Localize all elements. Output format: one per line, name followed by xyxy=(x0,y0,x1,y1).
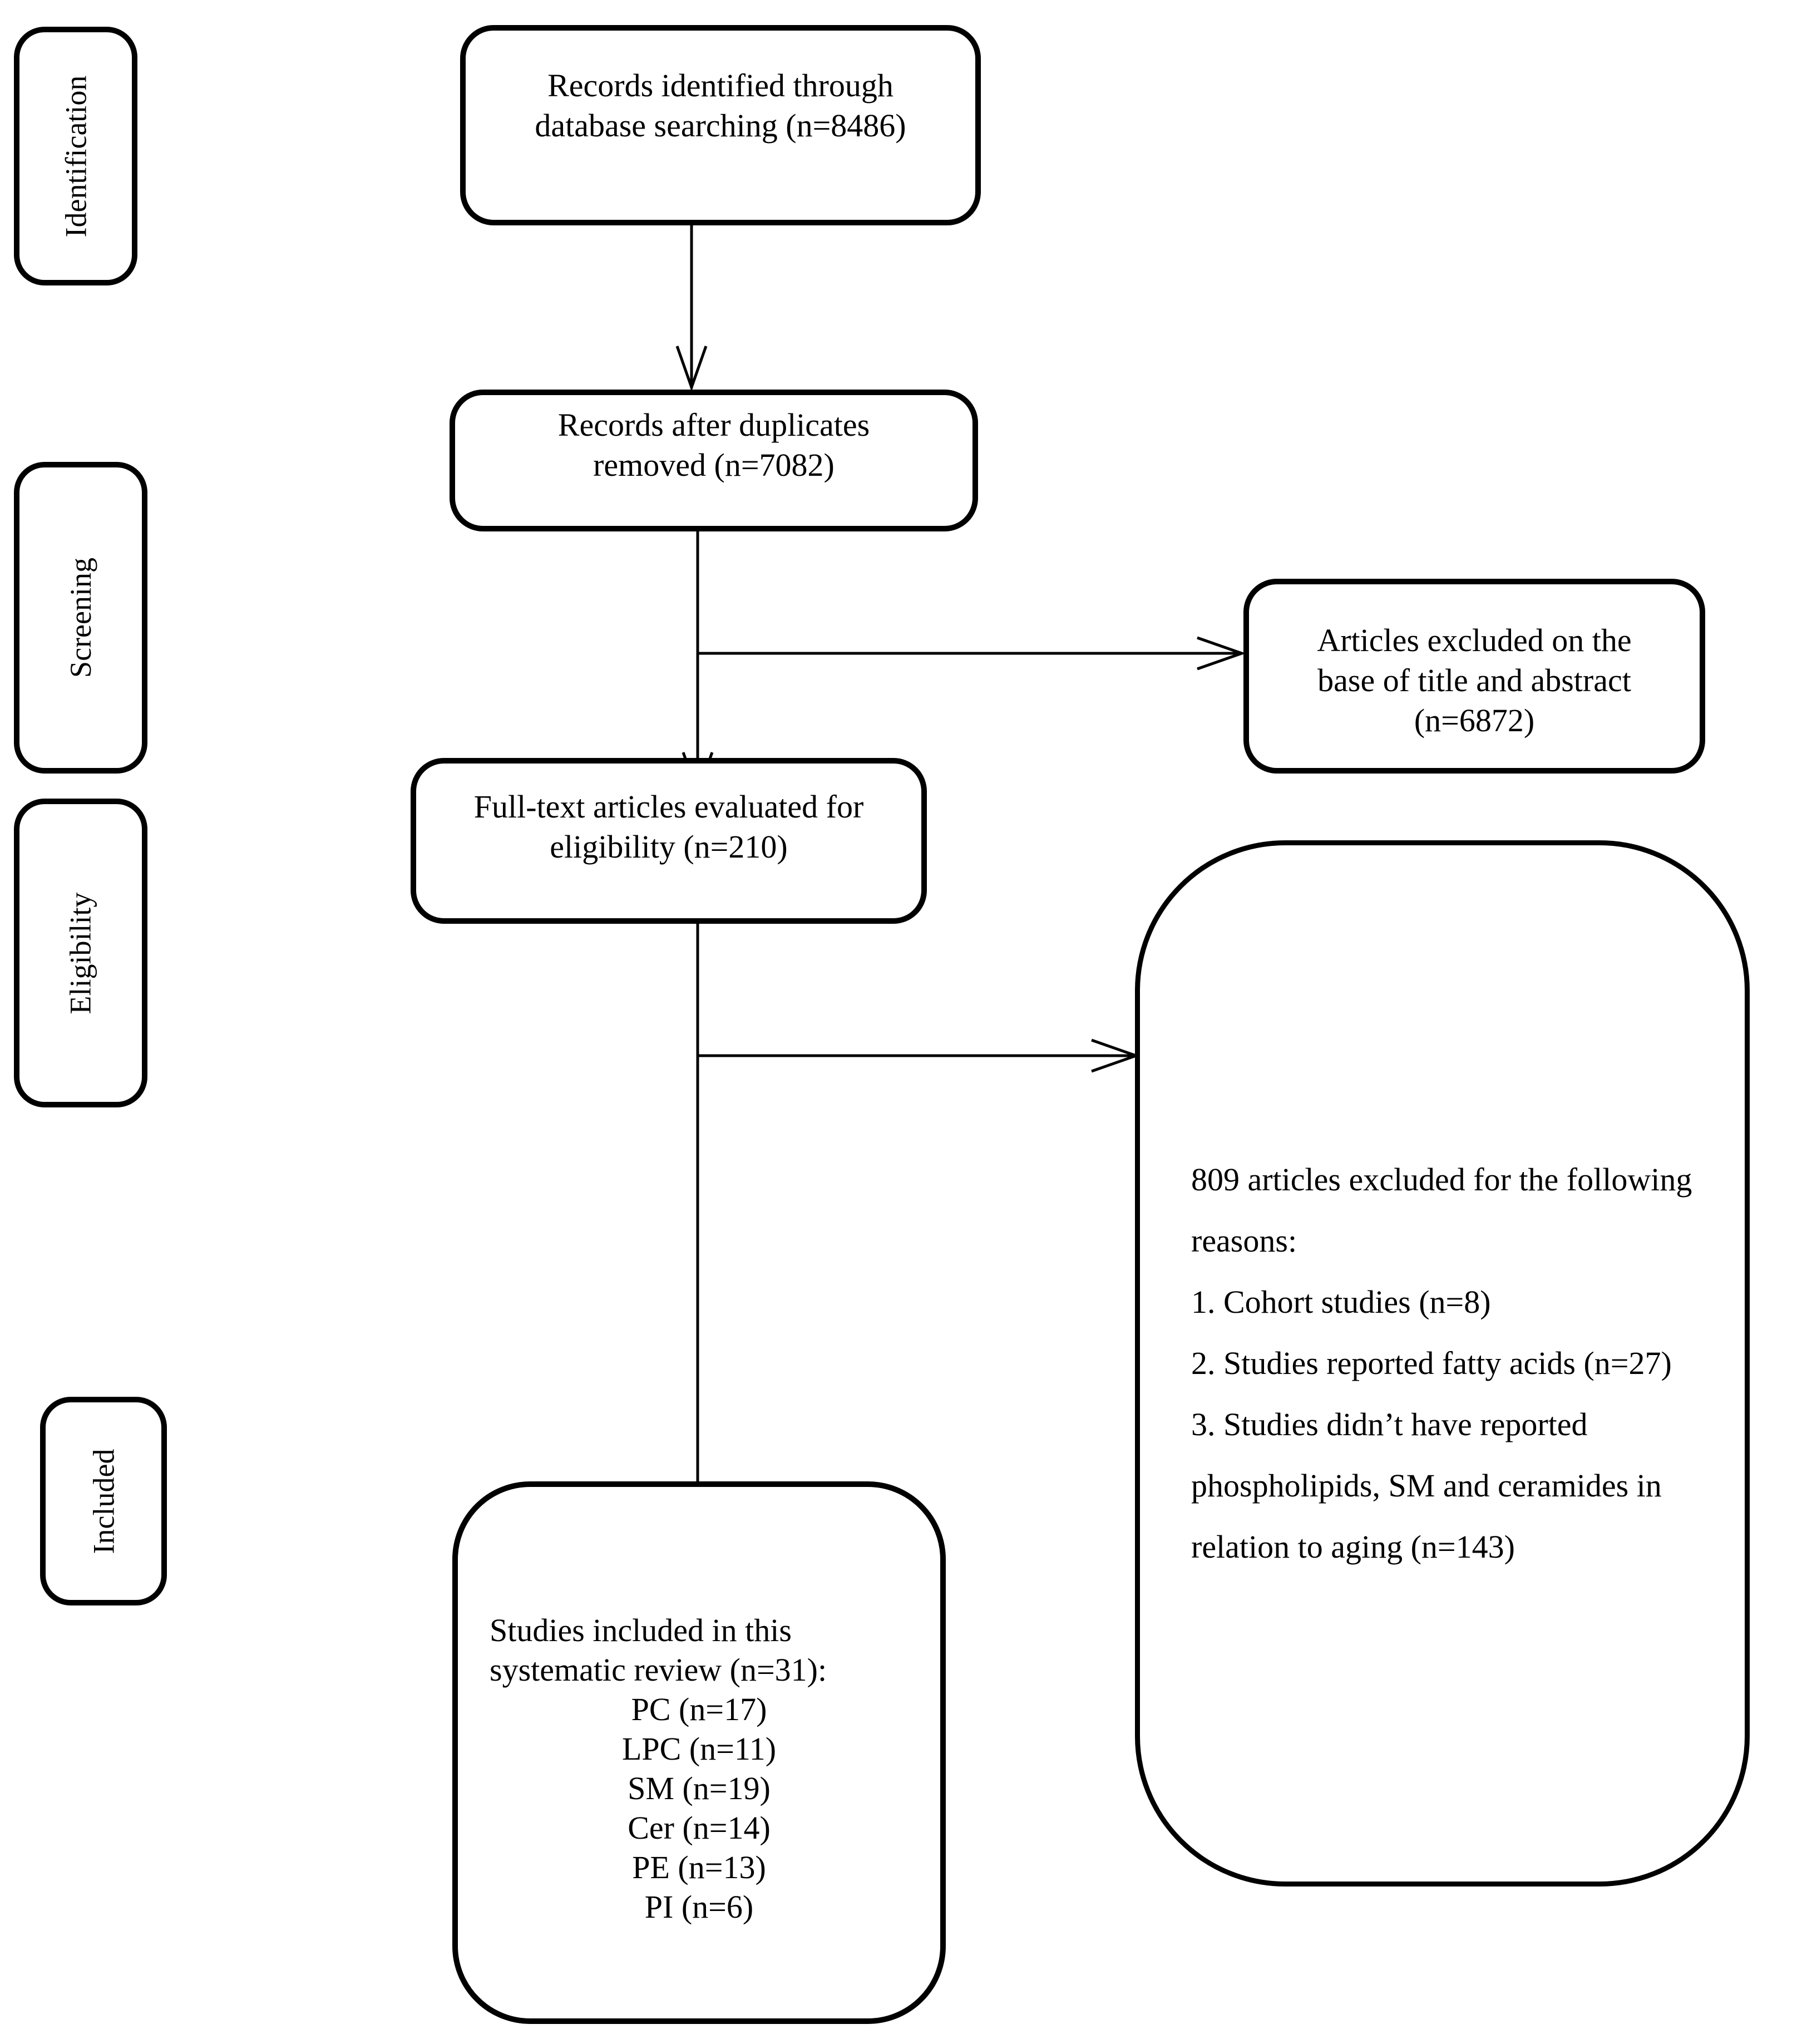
stage-label-included: Included xyxy=(86,1449,120,1554)
box-articles-excluded-reasons-line: 3. Studies didn’t have reported xyxy=(1191,1406,1588,1442)
arrowhead-into-excluded-fulltext xyxy=(1091,1038,1141,1073)
box-records-identified: Records identified through database sear… xyxy=(460,25,981,225)
stage-box-included: Included xyxy=(40,1397,167,1605)
box-records-after-duplicates: Records after duplicates removed (n=7082… xyxy=(450,390,978,531)
box-articles-excluded-title-abstract-line: Articles excluded on the xyxy=(1317,622,1632,658)
stage-box-eligibility: Eligibility xyxy=(14,799,147,1107)
box-fulltext-evaluated-line: Full-text articles evaluated for xyxy=(473,789,864,825)
box-records-identified-line: database searching (n=8486) xyxy=(535,107,906,144)
box-fulltext-evaluated: Full-text articles evaluated for eligibi… xyxy=(411,758,927,924)
box-articles-excluded-title-abstract-line: (n=6872) xyxy=(1414,702,1535,738)
box-studies-included-line: Studies included in this xyxy=(490,1612,792,1648)
box-studies-included-line: PC (n=17) xyxy=(631,1691,767,1727)
stage-label-eligibility: Eligibility xyxy=(63,892,97,1014)
stage-box-identification: Identification xyxy=(14,27,137,285)
stage-label-screening: Screening xyxy=(63,558,97,678)
box-articles-excluded-reasons-line: reasons: xyxy=(1191,1223,1297,1259)
box-studies-included-line: LPC (n=11) xyxy=(621,1731,777,1767)
box-studies-included-line: SM (n=19) xyxy=(628,1770,771,1806)
box-articles-excluded-reasons-line: 809 articles excluded for the following xyxy=(1191,1161,1692,1198)
box-articles-excluded-reasons-line: 2. Studies reported fatty acids (n=27) xyxy=(1191,1345,1672,1381)
box-records-after-duplicates-line: Records after duplicates xyxy=(557,407,870,443)
box-articles-excluded-title-abstract: Articles excluded on the base of title a… xyxy=(1243,579,1705,774)
box-articles-excluded-reasons-line: relation to aging (n=143) xyxy=(1191,1529,1515,1565)
stage-label-identification: Identification xyxy=(59,75,93,237)
box-fulltext-evaluated-line: eligibility (n=210) xyxy=(550,829,788,865)
box-articles-excluded-reasons-line: 1. Cohort studies (n=8) xyxy=(1191,1284,1491,1320)
box-studies-included-line: systematic review (n=31): xyxy=(490,1652,827,1688)
arrowhead-into-excluded-screening xyxy=(1197,636,1246,671)
box-records-identified-line: Records identified through xyxy=(547,67,893,104)
box-studies-included-line: PI (n=6) xyxy=(644,1889,754,1925)
stage-box-screening: Screening xyxy=(14,462,147,774)
arrowhead-into-duplicates xyxy=(675,346,708,392)
box-records-after-duplicates-line: removed (n=7082) xyxy=(593,447,835,483)
box-studies-included: Studies included in this systematic revi… xyxy=(452,1481,946,2024)
box-studies-included-line: Cer (n=14) xyxy=(628,1810,771,1846)
box-articles-excluded-title-abstract-line: base of title and abstract xyxy=(1317,662,1631,698)
box-articles-excluded-reasons-line: phospholipids, SM and ceramides in xyxy=(1191,1467,1662,1504)
box-studies-included-line: PE (n=13) xyxy=(632,1849,766,1885)
box-articles-excluded-reasons: 809 articles excluded for the following … xyxy=(1135,840,1750,1887)
